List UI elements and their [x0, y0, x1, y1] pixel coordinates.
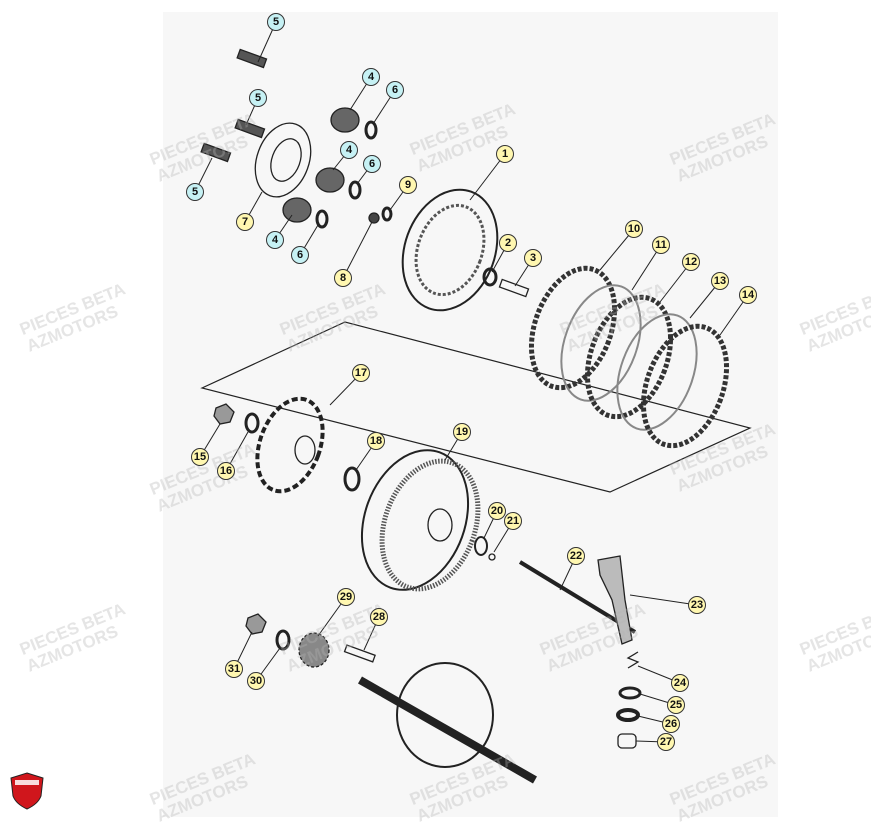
washer-part — [244, 412, 260, 434]
callout-part-20[interactable]: 20 — [488, 502, 506, 520]
callout-part-25[interactable]: 25 — [667, 696, 685, 714]
callout-part-4[interactable]: 4 — [340, 141, 358, 159]
release-lever-part — [597, 555, 633, 645]
leader-line — [469, 153, 506, 201]
callout-part-24[interactable]: 24 — [671, 674, 689, 692]
callout-part-2[interactable]: 2 — [499, 234, 517, 252]
pin-part — [498, 278, 530, 298]
callout-part-5[interactable]: 5 — [249, 89, 267, 107]
callout-part-23[interactable]: 23 — [688, 596, 706, 614]
callout-part-6[interactable]: 6 — [386, 81, 404, 99]
callout-part-4[interactable]: 4 — [266, 231, 284, 249]
washer-part — [315, 120, 393, 229]
callout-part-30[interactable]: 30 — [247, 672, 265, 690]
callout-part-26[interactable]: 26 — [662, 715, 680, 733]
washer-part — [618, 686, 642, 700]
callout-part-16[interactable]: 16 — [217, 462, 235, 480]
plate-hole — [270, 138, 302, 182]
callout-part-14[interactable]: 14 — [739, 286, 757, 304]
nut-part — [245, 613, 267, 635]
callout-part-13[interactable]: 13 — [711, 272, 729, 290]
callout-part-22[interactable]: 22 — [567, 547, 585, 565]
callout-part-6[interactable]: 6 — [363, 155, 381, 173]
crankshaft-shaft — [358, 676, 537, 784]
bolt-part — [236, 48, 268, 69]
callout-part-9[interactable]: 9 — [399, 176, 417, 194]
clutch-disc-part — [528, 265, 730, 449]
azmotors-logo — [10, 772, 44, 810]
spring-part — [626, 651, 640, 669]
callout-part-1[interactable]: 1 — [496, 145, 514, 163]
pressure-plate-part — [401, 188, 499, 312]
leader-line — [629, 594, 698, 606]
gear-part — [298, 632, 330, 668]
callout-part-19[interactable]: 19 — [453, 423, 471, 441]
ball-part — [488, 553, 496, 561]
callout-part-5[interactable]: 5 — [267, 13, 285, 31]
callout-part-4[interactable]: 4 — [362, 68, 380, 86]
callout-part-18[interactable]: 18 — [367, 432, 385, 450]
callout-part-15[interactable]: 15 — [191, 448, 209, 466]
nut-part — [213, 403, 235, 425]
bolt-part — [200, 142, 232, 163]
washer-part — [343, 466, 361, 492]
key-part — [343, 644, 376, 663]
callout-part-28[interactable]: 28 — [370, 608, 388, 626]
bushing-part — [617, 733, 637, 749]
washer-part — [275, 629, 291, 651]
callout-part-21[interactable]: 21 — [504, 512, 522, 530]
nut-part — [368, 212, 380, 224]
callout-part-6[interactable]: 6 — [291, 246, 309, 264]
callout-part-12[interactable]: 12 — [682, 253, 700, 271]
callout-part-11[interactable]: 11 — [652, 236, 670, 254]
callout-part-17[interactable]: 17 — [352, 364, 370, 382]
o-ring-part — [474, 536, 488, 556]
push-rod-part — [518, 560, 637, 634]
callout-part-27[interactable]: 27 — [657, 733, 675, 751]
crankshaft-part — [396, 662, 494, 768]
callout-part-10[interactable]: 10 — [625, 220, 643, 238]
seal-part — [616, 708, 640, 722]
clutch-basket-part — [360, 449, 470, 591]
callout-part-5[interactable]: 5 — [186, 183, 204, 201]
bolt-part — [234, 118, 266, 139]
assembly-frame — [200, 321, 752, 493]
callout-part-3[interactable]: 3 — [524, 249, 542, 267]
leader-line — [342, 221, 373, 279]
spring-part — [282, 107, 360, 223]
callout-part-7[interactable]: 7 — [236, 213, 254, 231]
callout-part-29[interactable]: 29 — [337, 588, 355, 606]
spring-plate-part — [254, 122, 312, 198]
washer-part — [482, 267, 498, 287]
callout-part-8[interactable]: 8 — [334, 269, 352, 287]
clutch-hub-part — [255, 396, 325, 494]
callout-part-31[interactable]: 31 — [225, 660, 243, 678]
